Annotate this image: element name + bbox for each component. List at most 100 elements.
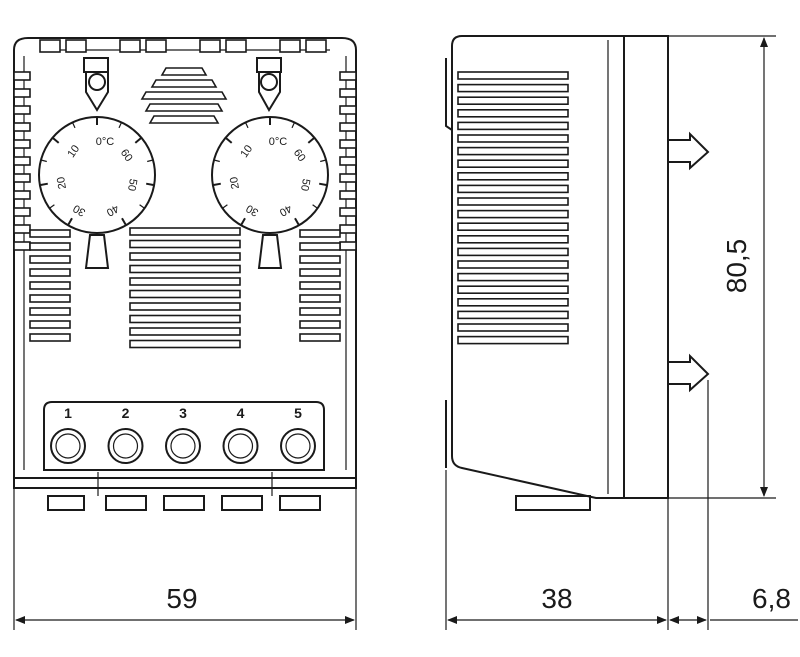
side-rib [339,241,357,251]
vent-slot [299,281,341,290]
dial-1-screw [83,57,110,269]
vent-slot [457,184,569,194]
vent-slot [140,91,228,100]
side-rib [13,224,31,234]
vent-slot [457,134,569,143]
vent-slot [299,320,341,329]
vent-slot [29,320,71,329]
dial-1-label-0: 0°C [96,136,115,148]
rail-offset-value: 6,8 [752,583,791,614]
dial-tick-minor [49,204,55,209]
side-rib [13,88,31,98]
side-rib [13,122,31,132]
vent-slot [457,260,569,269]
dial-1-label-60: 60 [118,147,135,164]
dial-tick [67,217,73,226]
vent-slot [457,71,569,80]
vent-slot [129,314,241,324]
dimension-height: 80,5 [668,35,776,499]
vent-slot [129,252,241,261]
dial-1-knob [84,234,110,269]
dial-tick [294,217,300,226]
side-view [445,35,710,511]
lower-rail-clip [668,353,710,393]
vent-slot [299,255,341,264]
terminal-label: 4 [237,405,245,421]
dial-2-ticks [212,117,328,226]
vent-slot [129,239,241,249]
terminal-screw[interactable] [107,428,144,464]
terminal-label: 2 [122,405,130,421]
dial-tick-minor [244,122,249,129]
top-vent [140,67,228,124]
terminal-label: 1 [64,405,72,421]
right-vent [299,229,341,342]
terminal-screw[interactable] [222,428,259,464]
dial-tick [224,136,233,144]
dial-1-label-50: 50 [125,178,139,192]
vent-slot [148,115,220,124]
dial-1[interactable]: 0°C 10 20 30 40 50 60 [38,116,156,234]
vent-slot [29,229,71,238]
vent-slot [457,109,569,118]
dial-tick-minor [320,159,327,163]
vent-slot [457,297,569,307]
vent-slot [457,83,569,93]
vent-slot [129,277,241,286]
dial-tick-minor [213,159,220,163]
vent-slot [29,242,71,251]
side-rib [339,122,357,132]
terminal-screw-inner [112,433,139,459]
vent-slot [299,294,341,303]
front-base [13,472,357,511]
dial-2-label-0: 0°C [269,136,288,148]
terminal-screw[interactable] [165,428,201,464]
vent-slot [129,264,241,274]
vent-slot [457,272,569,282]
vent-slot [457,222,569,231]
vent-slot [299,333,341,342]
terminal-screw-inner [285,433,311,459]
vent-slot [129,327,241,336]
front-housing-outline [13,37,357,479]
dial-tick [39,182,48,187]
vent-slot [29,307,71,316]
dial-2[interactable]: 0°C 10 20 30 40 50 60 [211,116,329,234]
side-rib [13,71,31,81]
vent-slot [457,209,569,219]
depth-value: 38 [541,583,572,614]
dimension-width: 59 [13,488,357,630]
side-rib [13,173,31,183]
terminal-screw-inner [170,433,196,459]
side-foot [515,495,591,511]
side-rib [339,173,357,183]
dial-tick [51,136,60,144]
top-ribs [39,39,327,53]
vent-slot [457,172,569,181]
dial-tick [319,182,328,187]
side-rib [339,139,357,149]
dial-1-label-20: 20 [55,176,69,190]
side-ribs [13,71,357,251]
side-rib [339,156,357,166]
side-rib [339,88,357,98]
dial-2-label-40: 40 [277,202,294,219]
terminal-screw[interactable] [50,428,86,464]
vent-slot [299,229,341,238]
center-vent [129,227,241,349]
upper-rail-clip [668,131,710,171]
terminal-screw[interactable] [280,428,316,464]
vent-slot [457,285,569,295]
left-vent [29,229,71,342]
side-rib [13,105,31,115]
vent-slot [457,323,569,332]
dial-1-label-40: 40 [104,202,121,219]
dial-tick [212,182,221,187]
terminal-screw-inner [55,433,81,459]
dimension-depth: 38 6,8 [445,380,798,630]
width-value: 59 [166,583,197,614]
vent-slot [457,121,569,131]
side-rib [13,190,31,200]
dial-2-label-20: 20 [228,176,242,190]
